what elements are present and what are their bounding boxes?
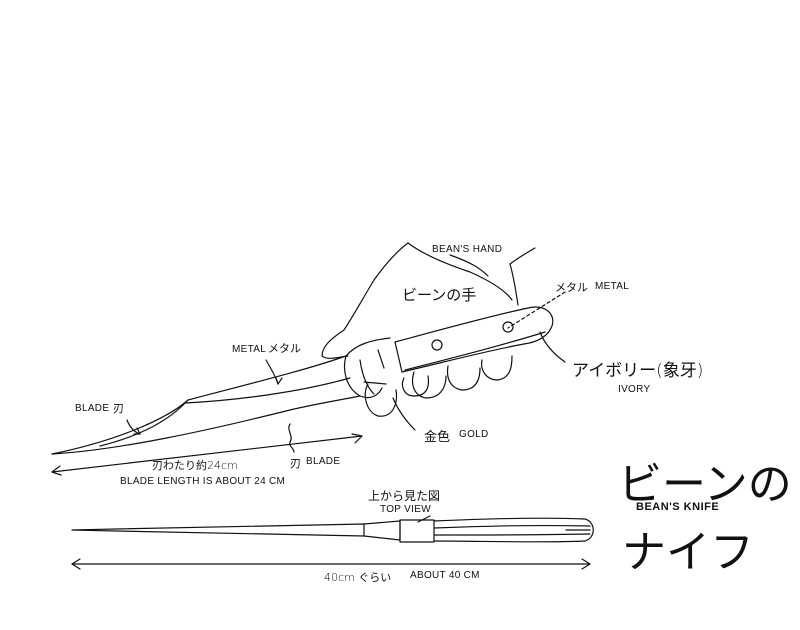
label-total-length-en: ABOUT 40 CM: [410, 570, 480, 581]
leader-lines: [51, 254, 566, 476]
label-ivory-en: IVORY: [618, 384, 651, 395]
label-beans-hand-jp: ビーンの手: [402, 286, 477, 304]
title-en: BEAN'S KNIFE: [636, 501, 720, 513]
label-blade-jp: 刃: [113, 402, 124, 415]
label-blade-mark-en: BLADE: [306, 456, 341, 467]
finger-5: [481, 355, 513, 381]
label-metal-blade-en: METAL: [232, 344, 267, 355]
hand-outline: [321, 242, 536, 417]
rivet-1: [431, 339, 443, 351]
handle-side: [377, 306, 554, 373]
blade-side: [51, 355, 361, 455]
finger-4: [446, 365, 481, 391]
label-blade-length-en: BLADE LENGTH IS ABOUT 24 CM: [120, 476, 286, 487]
label-blade-en: BLADE: [75, 403, 110, 414]
title-jp-line1: ビーンの: [618, 459, 792, 510]
label-top-view-en: TOP VIEW: [380, 504, 431, 515]
label-gold-en: GOLD: [459, 429, 489, 440]
finger-1: [364, 383, 398, 417]
handle-base-line: [394, 341, 403, 373]
guard-line-1: [377, 349, 385, 369]
label-metal-upper-jp: メタル: [555, 281, 588, 294]
label-top-view-jp: 上から見た図: [368, 489, 441, 503]
label-blade-length-jp: 刃わたり約24cm: [152, 459, 238, 472]
label-beans-hand-en: BEAN'S HAND: [432, 244, 503, 255]
guard-side: [343, 337, 391, 399]
finger-3: [411, 371, 447, 399]
knife-top-view: [71, 515, 594, 570]
label-blade-mark-jp: 刃: [290, 457, 301, 470]
title-jp-line2: ナイフ: [622, 527, 754, 578]
label-gold-jp: 金色: [424, 430, 451, 445]
finger-2: [401, 375, 430, 397]
label-metal-blade-jp: メタル: [268, 342, 301, 355]
label-ivory-jp: アイボリー(象牙): [572, 361, 704, 381]
label-metal-upper-en: METAL: [595, 281, 630, 292]
rivet-2: [502, 321, 514, 333]
label-total-length-jp: 40cm ぐらい: [324, 571, 392, 584]
